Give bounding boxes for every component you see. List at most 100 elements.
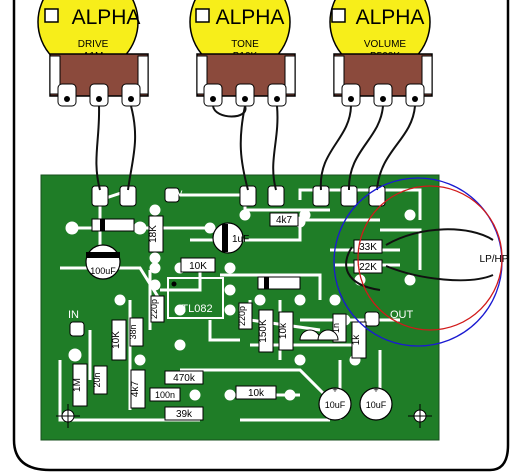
wire-tone-2 <box>272 105 279 191</box>
wire-pad-supply <box>164 187 180 203</box>
resistor-r1: 18K <box>148 215 164 253</box>
pot-drive-tab-left <box>49 55 61 95</box>
pot-drive: ALPHA DRIVE A1M <box>37 0 149 107</box>
pot-tone-name: TONE <box>231 39 259 50</box>
diode-mid-band <box>264 277 269 289</box>
pot-volume-brand: ALPHA <box>356 6 425 29</box>
resistor-r13-value: 1k <box>351 334 362 346</box>
diode-top-body <box>91 218 135 232</box>
pot-tone-hole-1 <box>210 96 216 102</box>
wire-volume-2 <box>347 105 384 191</box>
wire-drive-2 <box>127 105 137 191</box>
pot-volume-hole-3 <box>412 96 418 102</box>
resistor-r10: 150K <box>258 309 274 353</box>
resistor-r12: 1M <box>72 363 88 407</box>
transistors <box>299 329 339 341</box>
diode-mid <box>257 276 301 290</box>
resistor-r11-value: 10k <box>278 322 289 339</box>
pot-volume-hole-2 <box>380 96 386 102</box>
pot-tone-lug-3 <box>267 83 287 107</box>
pot-drive-hole-1 <box>64 96 70 102</box>
wire-switch-1 <box>385 228 494 246</box>
cap-c5-value: 38n <box>128 324 138 339</box>
resistor-r4-value: 10K <box>111 331 122 349</box>
resistor-r8: 10k <box>235 385 277 400</box>
cap-c7: 100n <box>149 387 181 402</box>
pot-drive-hole-3 <box>128 96 134 102</box>
resistor-r1-value: 18K <box>148 225 159 243</box>
resistor-r10-value: 150K <box>258 319 269 343</box>
wire-pad-input <box>69 321 85 337</box>
resistor-r6-value: 33K <box>359 242 377 253</box>
diode-top <box>91 218 135 232</box>
wire-volume-3 <box>376 105 416 191</box>
cap-c10: + 10uF <box>359 385 393 421</box>
resistor-r11: 10k <box>278 311 294 351</box>
resistor-r13: 1k <box>351 321 367 359</box>
pot-tone-tab-left <box>196 55 208 95</box>
cap-c3: 220p <box>149 295 165 323</box>
resistor-r4: 10K <box>111 319 127 361</box>
pot-drive-hole-2 <box>96 96 102 102</box>
wire-drive-1 <box>95 105 101 191</box>
pot-tone-hole-3 <box>274 96 280 102</box>
cap-c8-value: 1n <box>331 323 341 333</box>
resistor-r7-value: 22K <box>359 262 377 273</box>
wire-tone-loop <box>212 105 247 118</box>
resistor-r3-value: 4k7 <box>130 381 141 398</box>
resistor-r5: 470k <box>164 370 204 385</box>
cap-c9-plus: + <box>332 385 337 395</box>
transistor-q2 <box>317 329 339 341</box>
resistor-r12-value: 1M <box>72 378 83 392</box>
resistor-r8-value: 10k <box>248 388 265 399</box>
pot-volume-tab-right <box>421 55 433 95</box>
ic-chip: TL082 <box>167 277 224 319</box>
wire-pad-tone-1 <box>239 185 257 207</box>
wire-tone-1 <box>239 105 249 191</box>
resistor-r5-value: 470k <box>173 373 196 384</box>
resistor-r2-value: 10K <box>189 261 207 272</box>
resistor-r7: 22K <box>353 259 383 274</box>
resistor-r6: 33K <box>353 239 383 254</box>
cap-c2-value: 1uF <box>232 234 249 245</box>
switch-label: LP/HP <box>480 254 509 265</box>
cap-c1: 100uF <box>85 244 121 280</box>
cap-c6: 20n <box>92 365 108 395</box>
pot-drive-lug-2 <box>89 83 109 107</box>
pot-volume: ALPHA VOLUME B500K <box>329 0 433 107</box>
ic-label: TL082 <box>181 303 212 315</box>
cap-c4-value: 220p <box>237 306 247 326</box>
pot-volume-lug-3 <box>405 83 425 107</box>
capacitors: 100uF 1uF 220p 220p 38n 20n 100n <box>85 222 393 421</box>
pot-volume-lug-2 <box>373 83 393 107</box>
resistors: 18K 10K 4k7 10K 470k 33K 22K 10k <box>72 212 383 421</box>
cap-c9-value: 10uF <box>325 400 346 410</box>
wire-switch-2 <box>385 265 494 282</box>
switch-circle-red <box>357 185 503 331</box>
cap-c4: 220p <box>237 302 253 330</box>
ic-outline <box>167 277 224 319</box>
pot-drive-checkbox-icon <box>44 8 59 23</box>
output-label: OUT <box>390 309 414 321</box>
ic-pin1-marker <box>171 281 177 287</box>
cap-c9: + 10uF <box>318 385 352 421</box>
wire-switch-3 <box>345 246 381 291</box>
cap-c3-value: 220p <box>149 299 159 319</box>
cap-c10-value: 10uF <box>366 400 387 410</box>
enclosure-outline <box>12 0 510 472</box>
pot-drive-lug-1 <box>57 83 77 107</box>
pot-volume-lug-1 <box>341 83 361 107</box>
cap-c2: 1uF <box>212 222 249 254</box>
resistor-r2: 10K <box>180 257 216 273</box>
pot-volume-hole-1 <box>348 96 354 102</box>
pot-tone-hole-2 <box>242 96 248 102</box>
pot-tone-brand: ALPHA <box>216 6 285 29</box>
wire-pad-output <box>364 311 380 327</box>
cap-c10-plus: + <box>373 385 378 395</box>
supply-label: +9v <box>166 188 182 199</box>
pot-volume-name: VOLUME <box>364 39 407 50</box>
pot-volume-tab-left <box>333 55 345 95</box>
cap-c5: 38n <box>128 317 144 347</box>
pot-drive-lug-3 <box>121 83 141 107</box>
